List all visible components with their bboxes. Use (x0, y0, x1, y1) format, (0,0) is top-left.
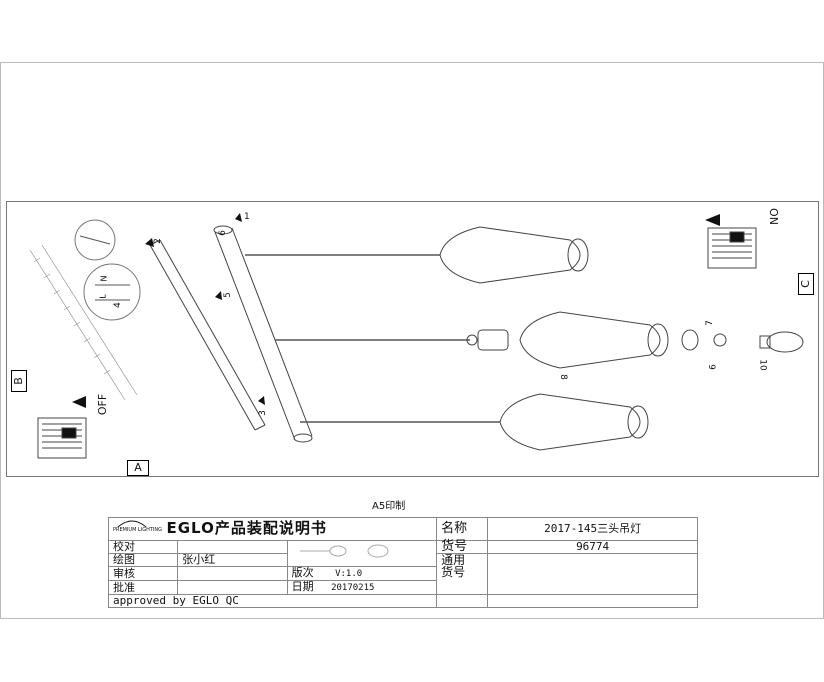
approved-by: approved by EGLO QC (107, 594, 438, 608)
view-letter-c: C (798, 273, 814, 295)
callout-8: 8 (557, 374, 568, 380)
lamp-arms (245, 254, 500, 423)
lampholder-detail (466, 329, 804, 353)
name-value: 2017-145三头吊灯 (487, 517, 698, 541)
callout-1: 1 (244, 212, 250, 222)
callout-5: 5 (222, 292, 233, 298)
callout-10: 10 (757, 359, 768, 371)
switch-on-label: ON (766, 208, 780, 225)
callout-3: 3 (257, 410, 268, 416)
ceiling-hatch (29, 244, 138, 401)
lamp-shades (439, 226, 669, 451)
name-label: 名称 (436, 517, 489, 541)
drawer-name: 张小红 (177, 553, 288, 567)
draw-label: 绘图 (107, 553, 179, 567)
assembly-drawing-frame (6, 201, 819, 477)
item-label: 货号 (436, 540, 489, 554)
main-bar (213, 225, 313, 443)
view-letter-a: A (127, 460, 149, 476)
general-label-2: 货号 (441, 565, 466, 579)
off-arrow-icon (72, 396, 86, 408)
date-label: 日期 (291, 580, 314, 593)
title-block: PREMIUM LIGHTING EGLO产品装配说明书 名称 2017-145… (107, 517, 698, 608)
callout-7: 7 (704, 320, 715, 326)
review-label: 审核 (107, 566, 179, 581)
callout-4: 4 (112, 302, 123, 308)
logo-text: PREMIUM LIGHTING (113, 527, 163, 533)
approve-label: 批准 (107, 580, 179, 595)
callout-9: 9 (705, 364, 716, 370)
switch-off-label: OFF (96, 393, 110, 416)
canopy-bar (149, 239, 266, 431)
detail-circle-hook (74, 219, 116, 261)
date-value: 20170215 (331, 583, 375, 593)
callout-arrow-icon (235, 213, 242, 222)
version-label: 版次 (291, 566, 314, 579)
general-label: 通用 (441, 553, 466, 567)
item-value: 96774 (487, 540, 698, 554)
view-letter-b: B (11, 370, 27, 392)
detail-circle-wiring (83, 263, 141, 321)
callout-2: 2 (152, 238, 163, 244)
callout-6: 6 (217, 230, 228, 236)
wire-label-n: N (99, 275, 109, 282)
on-arrow-icon (705, 214, 720, 226)
switch-panel-c (707, 227, 757, 269)
wire-label-l: L (98, 294, 108, 299)
doc-title: EGLO产品装配说明书 (166, 519, 327, 537)
print-size-label: A5印制 (372, 501, 406, 512)
switch-panel-a (37, 417, 87, 459)
proof-label: 校对 (107, 540, 179, 554)
version-value: V:1.0 (335, 569, 363, 579)
